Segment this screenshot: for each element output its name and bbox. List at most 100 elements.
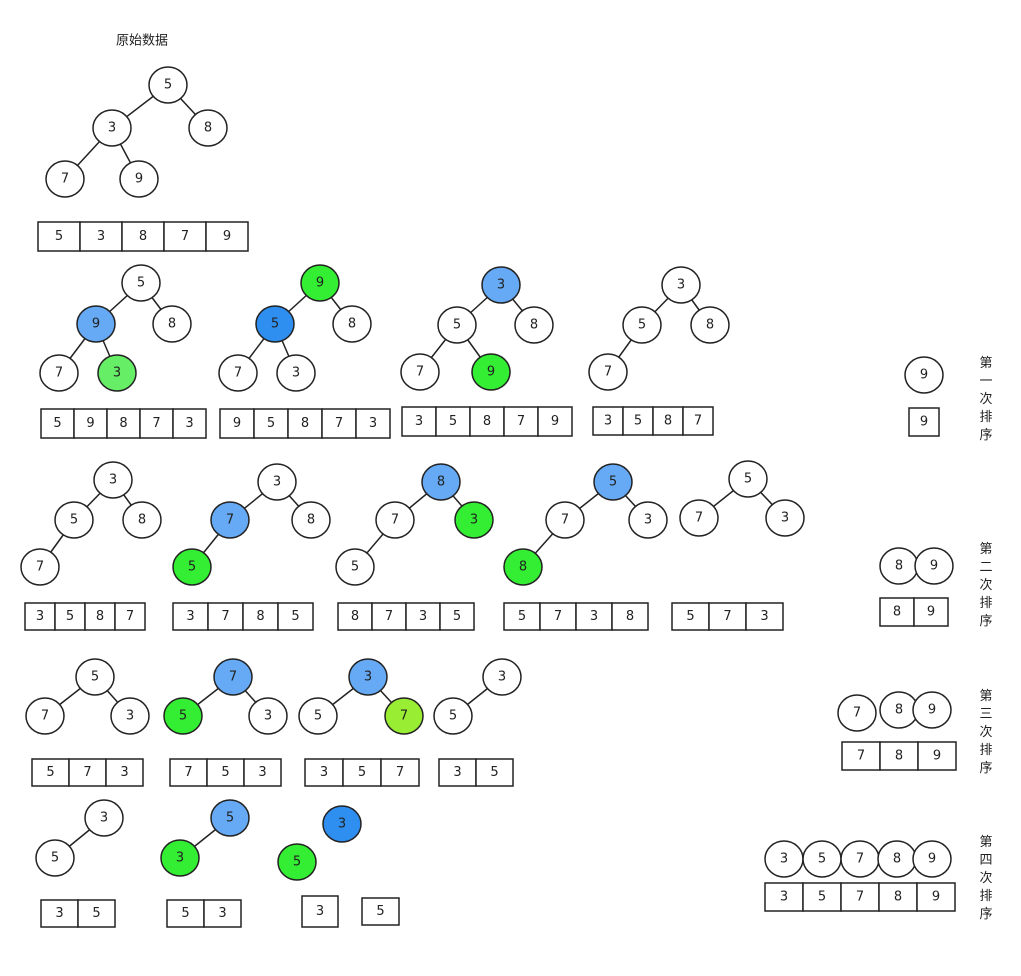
array-10-cell-2 xyxy=(745,602,784,631)
array-21-cell-1 xyxy=(802,882,842,912)
node-value: 5 xyxy=(609,475,617,490)
array-16-value-2: 9 xyxy=(933,749,941,764)
node-circle xyxy=(912,691,952,729)
array-5: 9 xyxy=(908,407,940,437)
node-value: 7 xyxy=(234,366,242,381)
node-value: 9 xyxy=(487,365,495,380)
array-12-value-1: 7 xyxy=(83,765,91,780)
array-7-value-3: 5 xyxy=(291,609,299,624)
array-12-cell-1 xyxy=(68,758,107,787)
node-circle xyxy=(628,501,668,539)
tree-12-node-2: 3 xyxy=(110,697,150,735)
node-circle xyxy=(481,266,521,304)
node-circle xyxy=(332,305,372,343)
node-value: 7 xyxy=(400,709,408,724)
array-21-value-3: 8 xyxy=(894,890,902,905)
tree-8-node-2: 3 xyxy=(454,501,494,539)
tree-6-node-3: 7 xyxy=(20,548,60,586)
array-4-value-3: 7 xyxy=(694,414,702,429)
node-value: 9 xyxy=(928,852,936,867)
node-circle xyxy=(97,354,137,392)
array-14-cell-2 xyxy=(380,758,420,787)
node-circle xyxy=(121,264,161,302)
node-circle xyxy=(188,109,228,147)
node-circle xyxy=(92,109,132,147)
array-2-cell-4 xyxy=(355,408,391,439)
array-9-value-2: 3 xyxy=(590,609,598,624)
node-circle xyxy=(122,501,162,539)
tree-11-node-0: 8 xyxy=(879,547,919,585)
node-value: 8 xyxy=(307,513,315,528)
tree-3-node-4: 9 xyxy=(471,353,511,391)
tree-13-node-2: 3 xyxy=(248,697,288,735)
array-4-cell-3 xyxy=(682,406,714,436)
node-value: 7 xyxy=(695,511,703,526)
tree-19-node-1: 5 xyxy=(277,843,317,881)
array-13-cell-0 xyxy=(169,758,208,787)
array-10-cell-0 xyxy=(671,602,710,631)
node-circle xyxy=(514,306,554,344)
array-6-cell-0 xyxy=(24,602,56,631)
node-value: 8 xyxy=(895,703,903,718)
node-circle xyxy=(433,697,473,735)
array-0-cell-2 xyxy=(121,221,165,252)
tree-0-node-0: 5 xyxy=(148,66,188,104)
tree-10-node-2: 3 xyxy=(765,499,805,537)
node-circle xyxy=(76,305,116,343)
node-circle xyxy=(348,658,388,696)
array-1-value-1: 9 xyxy=(86,416,94,431)
array-6-cell-2 xyxy=(84,602,116,631)
tree-20-node-2: 7 xyxy=(840,840,880,878)
array-2-cell-1 xyxy=(253,408,289,439)
node-value: 5 xyxy=(51,851,59,866)
array-17-cell-1 xyxy=(77,899,116,928)
tree-3-node-1: 5 xyxy=(437,306,477,344)
node-value: 3 xyxy=(497,278,505,293)
node-circle xyxy=(335,548,375,586)
array-18-value-0: 5 xyxy=(181,906,189,921)
node-circle xyxy=(210,501,250,539)
array-2-value-3: 7 xyxy=(335,416,343,431)
tree-13-node-1: 5 xyxy=(163,697,203,735)
node-circle xyxy=(75,658,115,696)
tree-1-node-2: 8 xyxy=(152,305,192,343)
node-circle xyxy=(545,501,585,539)
tree-3-node-0: 3 xyxy=(481,266,521,304)
array-3-value-3: 7 xyxy=(517,414,525,429)
array-17-value-1: 5 xyxy=(92,906,100,921)
tree-12-node-0: 5 xyxy=(75,658,115,696)
node-value: 5 xyxy=(314,709,322,724)
node-circle xyxy=(119,160,159,198)
node-value: 5 xyxy=(351,560,359,575)
node-circle xyxy=(248,697,288,735)
node-value: 8 xyxy=(893,852,901,867)
node-value: 3 xyxy=(644,513,652,528)
array-0-cell-4 xyxy=(205,221,249,252)
array-12-cell-2 xyxy=(105,758,144,787)
array-16-cell-1 xyxy=(879,741,919,771)
array-21-cell-4 xyxy=(916,882,956,912)
tree-1-node-4: 3 xyxy=(97,354,137,392)
array-0-cell-0 xyxy=(37,221,81,252)
tree-20-node-0: 3 xyxy=(764,840,804,878)
tree-8-node-3: 5 xyxy=(335,548,375,586)
tree-19-node-0: 3 xyxy=(322,805,362,843)
tree-20-node-3: 8 xyxy=(877,840,917,878)
node-circle xyxy=(110,697,150,735)
array-13-value-0: 7 xyxy=(184,765,192,780)
array-3-cell-0 xyxy=(401,406,437,437)
tree-4-node-1: 5 xyxy=(622,306,662,344)
node-value: 8 xyxy=(706,318,714,333)
array-7-value-0: 3 xyxy=(186,609,194,624)
array-9-value-3: 8 xyxy=(626,609,634,624)
node-circle xyxy=(384,697,424,735)
edges-layer xyxy=(39,84,786,859)
node-value: 3 xyxy=(108,121,116,136)
array-1-cell-2 xyxy=(106,408,141,439)
